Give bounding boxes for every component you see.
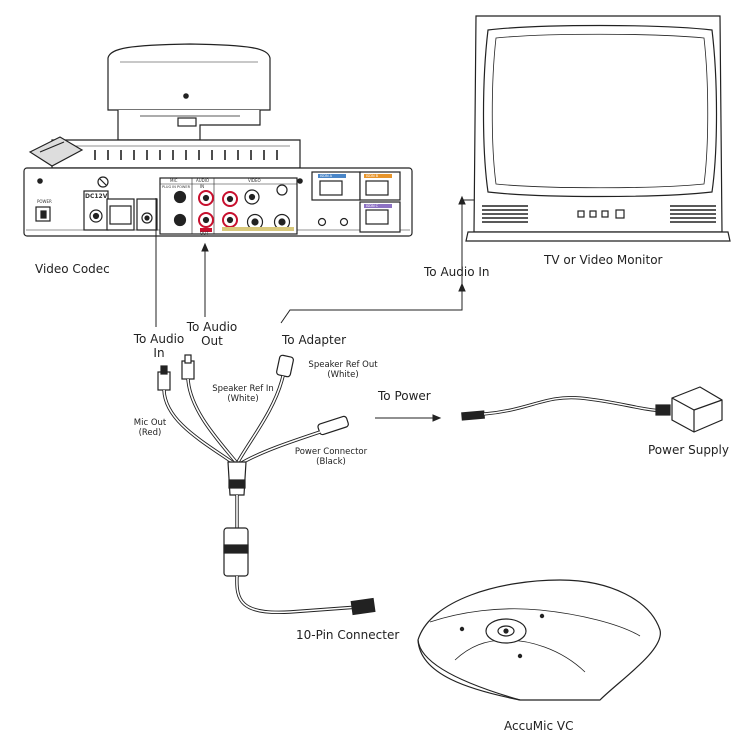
mic-out-name: Mic Out bbox=[133, 418, 167, 428]
out-label: OUT bbox=[200, 231, 209, 236]
power-connector-name: Power Connector bbox=[294, 447, 368, 457]
video-label: VIDEO bbox=[248, 178, 261, 183]
power-label: POWER bbox=[37, 199, 52, 204]
dc-label: DC12V bbox=[85, 193, 108, 200]
mic-label: MIC bbox=[170, 178, 178, 183]
speaker-ref-out-name: Speaker Ref Out bbox=[308, 360, 378, 370]
tv-monitor-device bbox=[465, 15, 731, 242]
in-label: IN bbox=[200, 184, 204, 189]
video-codec-device: POWER DC12V MIC AUDIO VIDEO PLUG IN POWE… bbox=[23, 43, 413, 237]
speaker-ref-out-label: Speaker Ref Out (White) bbox=[301, 360, 385, 380]
to-power-label: To Power bbox=[378, 389, 431, 403]
speaker-ref-in-color: (White) bbox=[227, 394, 259, 405]
isdn-b-label: ISDN B bbox=[366, 174, 379, 178]
to-audio-out-label: To Audio Out bbox=[186, 320, 238, 349]
tv-monitor-label: TV or Video Monitor bbox=[544, 253, 663, 267]
isdn-c-label: ISDN C bbox=[366, 204, 379, 208]
mic-out-label: Mic Out (Red) bbox=[128, 418, 172, 438]
power-connector-color: (Black) bbox=[316, 457, 346, 468]
plug-in-power-label: PLUG IN POWER bbox=[162, 185, 191, 189]
power-supply-device bbox=[461, 386, 723, 433]
video-codec-label: Video Codec bbox=[35, 262, 110, 276]
to-audio-in-codec-label: To Audio In bbox=[133, 332, 185, 361]
power-connector-label: Power Connector (Black) bbox=[288, 447, 374, 467]
connection-lines bbox=[155, 195, 474, 422]
mic-out-color: (Red) bbox=[138, 428, 162, 439]
isdn-a-label: ISDN A bbox=[320, 174, 333, 178]
power-supply-label: Power Supply bbox=[648, 443, 729, 457]
to-adapter-label: To Adapter bbox=[282, 333, 347, 347]
speaker-ref-out-color: (White) bbox=[327, 370, 359, 381]
adapter-cable bbox=[157, 354, 376, 616]
accumic-label: AccuMic VC bbox=[504, 719, 574, 733]
speaker-ref-in-name: Speaker Ref In bbox=[212, 384, 274, 394]
line-to-adapter bbox=[280, 287, 463, 324]
audio-label: AUDIO bbox=[196, 178, 209, 183]
speaker-ref-in-label: Speaker Ref In (White) bbox=[205, 384, 281, 404]
to-audio-in-tv-label: To Audio In bbox=[424, 265, 490, 279]
ten-pin-connector-label: 10-Pin Connecter bbox=[296, 628, 400, 642]
accumic-device bbox=[417, 579, 661, 701]
